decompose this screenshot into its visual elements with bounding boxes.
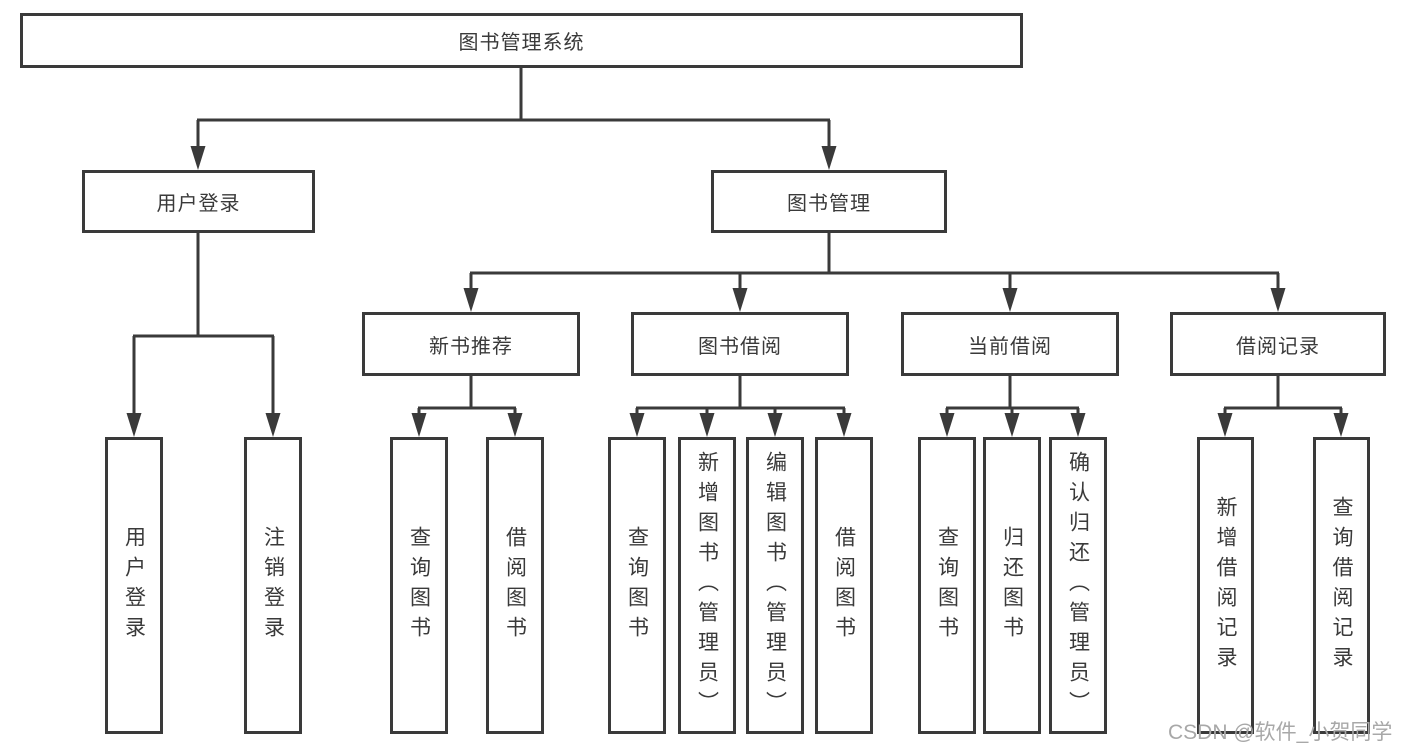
node-book-management: 图书管理 bbox=[711, 170, 947, 233]
leaf-newbook-query-books: 查询图书 bbox=[390, 437, 448, 734]
leaf-borrow-books: 借阅图书 bbox=[815, 437, 873, 734]
node-user-login-label: 用户登录 bbox=[156, 193, 241, 215]
leaf-edit-books-admin: 编辑图书（管理员） bbox=[746, 437, 804, 734]
node-library-system-label: 图书管理系统 bbox=[458, 32, 585, 54]
leaf-edit-books-admin-label: 编辑图书（管理员） bbox=[763, 450, 787, 721]
leaf-logout-label: 注销登录 bbox=[261, 525, 285, 646]
node-book-borrowing-label: 图书借阅 bbox=[698, 335, 782, 358]
leaf-query-borrow-record: 查询借阅记录 bbox=[1313, 437, 1370, 734]
node-borrowing-records: 借阅记录 bbox=[1170, 312, 1386, 376]
node-borrowing-records-label: 借阅记录 bbox=[1236, 335, 1320, 358]
leaf-newbook-query-books-label: 查询图书 bbox=[407, 525, 431, 646]
leaf-user-login: 用户登录 bbox=[105, 437, 163, 734]
leaf-query-borrow-record-label: 查询借阅记录 bbox=[1330, 495, 1353, 676]
csdn-watermark: CSDN @软件_小贺同学 bbox=[1168, 721, 1393, 744]
node-current-borrowing: 当前借阅 bbox=[901, 312, 1119, 376]
leaf-borrow-query-books-label: 查询图书 bbox=[625, 525, 649, 646]
leaf-confirm-return-admin: 确认归还（管理员） bbox=[1049, 437, 1107, 734]
leaf-current-query-books: 查询图书 bbox=[918, 437, 976, 734]
leaf-add-borrow-record-label: 新增借阅记录 bbox=[1214, 495, 1237, 676]
node-book-borrowing: 图书借阅 bbox=[631, 312, 849, 376]
leaf-borrow-query-books: 查询图书 bbox=[608, 437, 666, 734]
leaf-logout: 注销登录 bbox=[244, 437, 302, 734]
leaf-add-borrow-record: 新增借阅记录 bbox=[1197, 437, 1254, 734]
leaf-user-login-label: 用户登录 bbox=[122, 525, 146, 646]
node-book-management-label: 图书管理 bbox=[787, 193, 871, 215]
leaf-confirm-return-admin-label: 确认归还（管理员） bbox=[1066, 450, 1090, 721]
node-user-login: 用户登录 bbox=[82, 170, 315, 233]
leaf-add-books-admin: 新增图书（管理员） bbox=[678, 437, 736, 734]
leaf-current-query-books-label: 查询图书 bbox=[935, 525, 959, 646]
leaf-return-books-label: 归还图书 bbox=[1000, 525, 1024, 646]
leaf-newbook-borrow-books: 借阅图书 bbox=[486, 437, 544, 734]
leaf-return-books: 归还图书 bbox=[983, 437, 1041, 734]
node-new-book-recommend: 新书推荐 bbox=[362, 312, 580, 376]
leaf-newbook-borrow-books-label: 借阅图书 bbox=[503, 525, 527, 646]
leaf-add-books-admin-label: 新增图书（管理员） bbox=[695, 450, 719, 721]
node-library-system: 图书管理系统 bbox=[20, 13, 1023, 68]
leaf-borrow-books-label: 借阅图书 bbox=[832, 525, 856, 646]
node-current-borrowing-label: 当前借阅 bbox=[968, 335, 1052, 358]
node-new-book-recommend-label: 新书推荐 bbox=[429, 335, 513, 358]
